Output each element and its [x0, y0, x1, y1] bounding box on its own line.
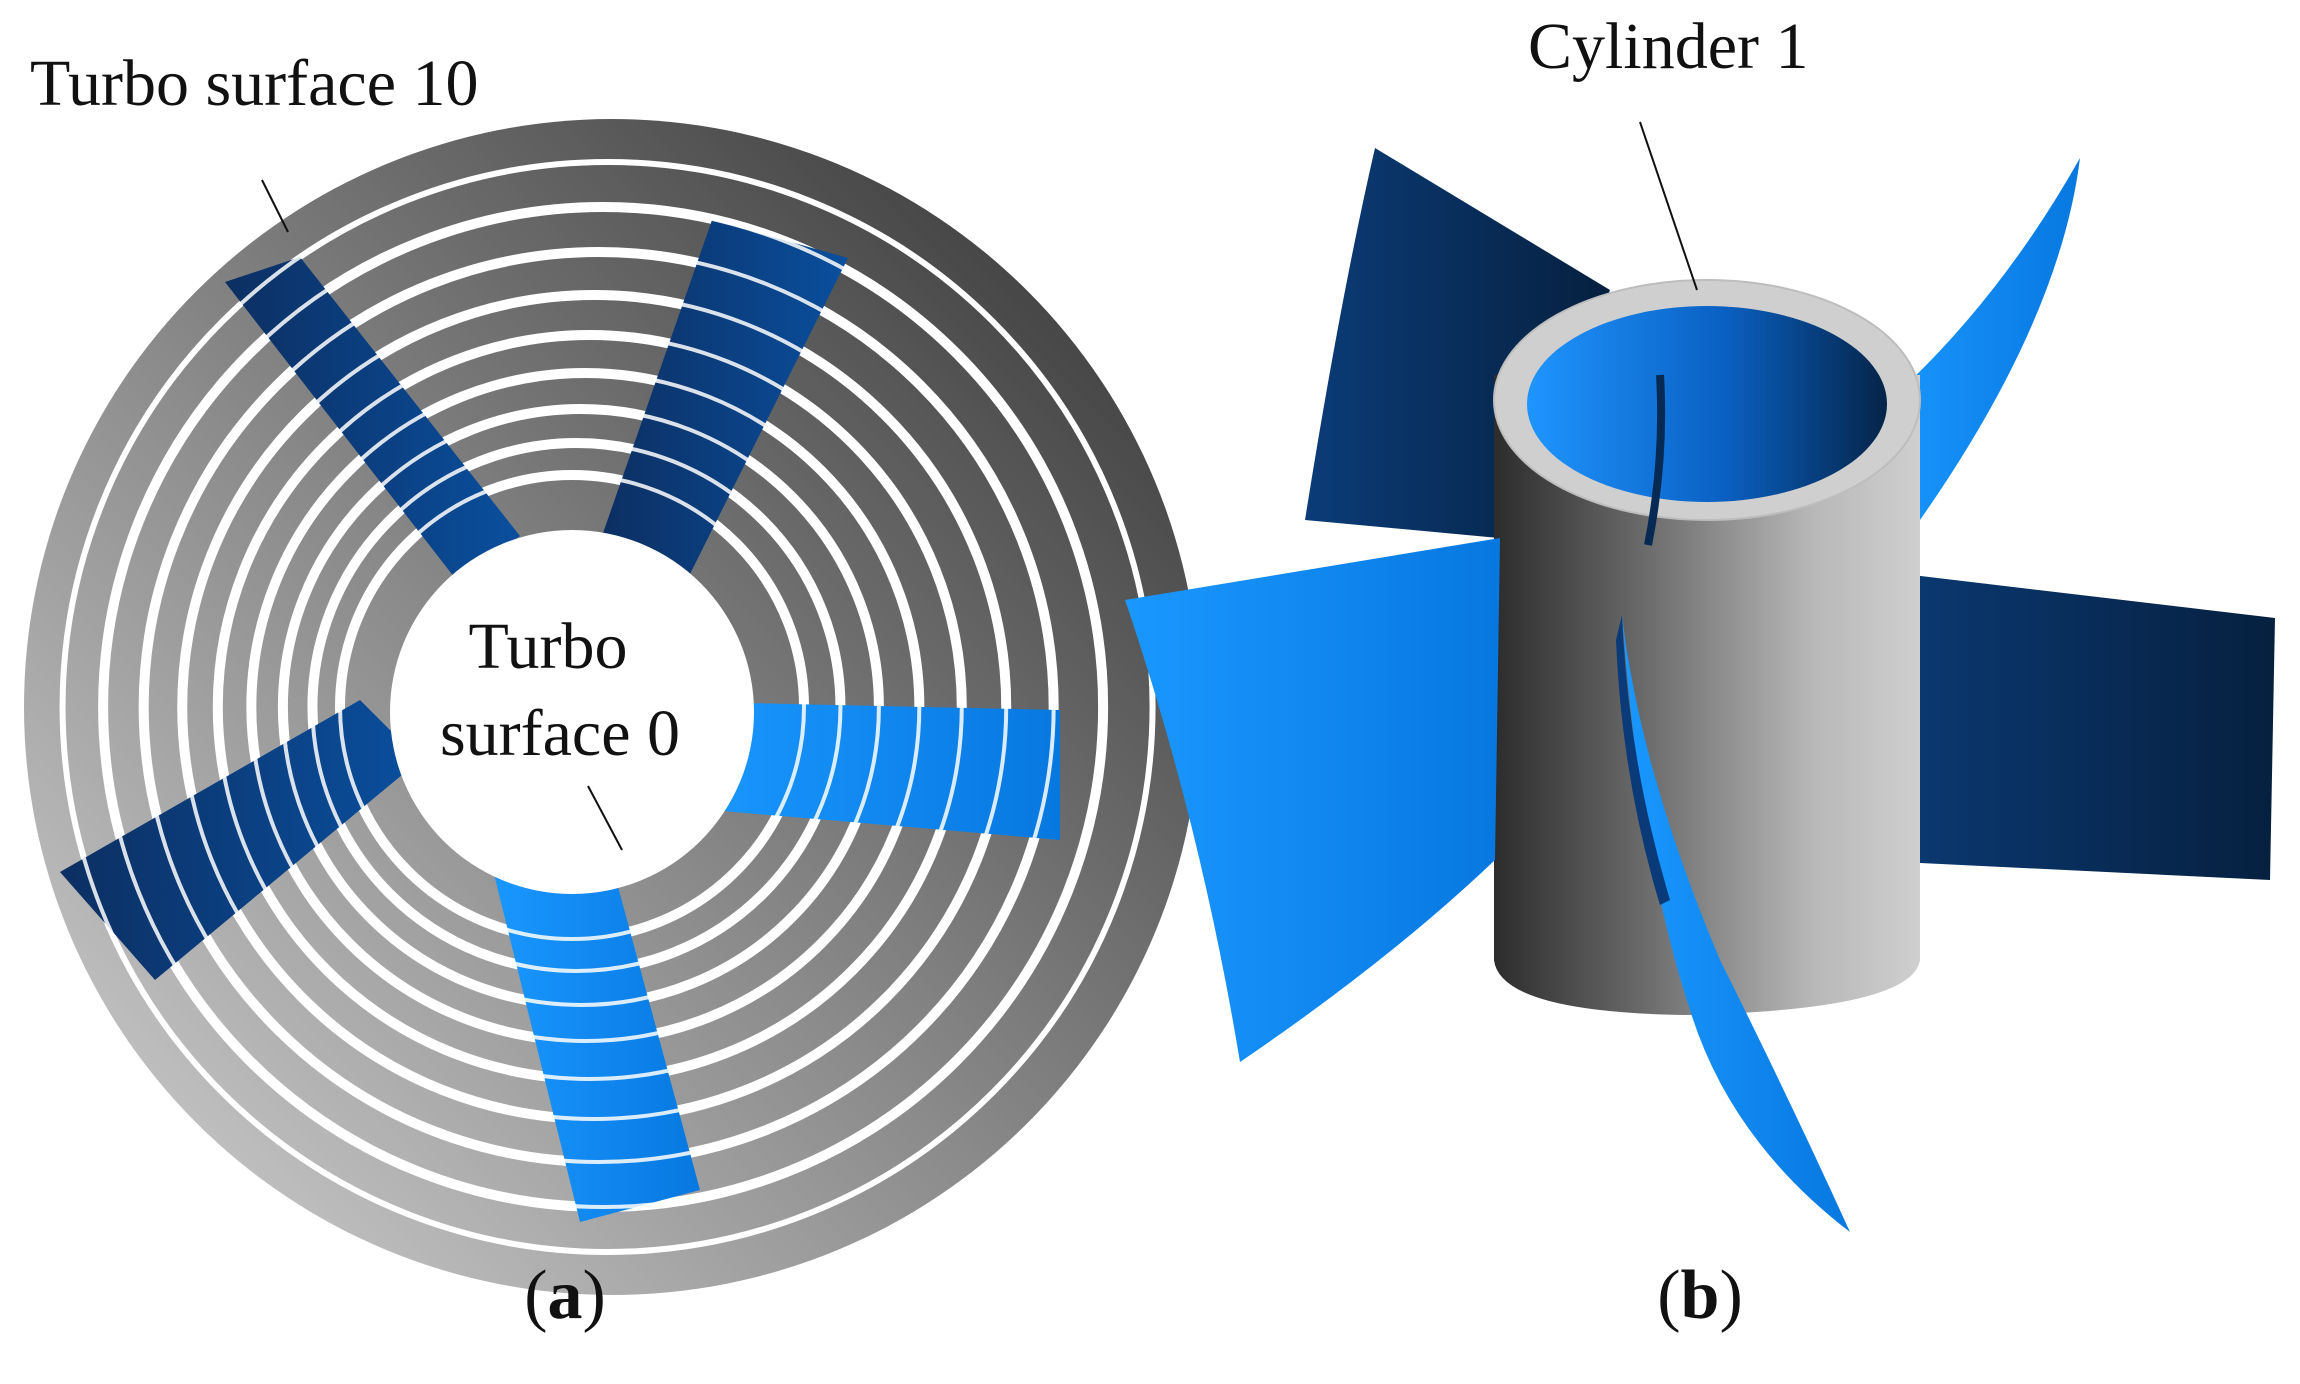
blade-b-back-right: [1880, 158, 2080, 560]
caption-b-letter: b: [1681, 1257, 1720, 1334]
cylinder-body: [1494, 375, 1920, 1015]
ring-slot: [249, 371, 922, 1043]
ring-slot: [280, 407, 881, 1007]
label-turbo-surface-0-line1: Turbo: [469, 610, 628, 683]
ring-slots: [60, 160, 1155, 1254]
leader-line-cylinder: [1639, 121, 1698, 291]
cylinder-opening: [1527, 306, 1887, 502]
ring-slot: [60, 160, 1155, 1254]
panel-b-isometric-view: Cylinder 1 (b): [1125, 10, 2275, 1334]
svg-text:(b): (b): [1657, 1257, 1743, 1334]
blade-b-front: [1622, 615, 1850, 1232]
ring-slot: [338, 473, 806, 941]
caption-a: (a): [524, 1257, 606, 1334]
ring-slot: [101, 205, 1106, 1209]
svg-text:(a): (a): [524, 1257, 606, 1334]
center-hole: [390, 530, 754, 894]
inner-blade-edge: [1644, 374, 1666, 546]
blade-a-upper-right: [602, 220, 848, 580]
label-turbo-surface-10: Turbo surface 10: [30, 47, 479, 120]
ring-slot: [141, 250, 1056, 1164]
blade-b-left: [1125, 538, 1500, 1062]
ring-slot: [215, 333, 964, 1081]
label-cylinder-1: Cylinder 1: [1528, 10, 1808, 83]
caption-a-letter: a: [548, 1257, 583, 1334]
blade-a-left: [60, 700, 420, 980]
label-turbo-surface-0-line2: surface 0: [440, 697, 680, 770]
blade-a-upper-left: [225, 257, 520, 582]
blade-a-bottom: [490, 820, 700, 1222]
leader-line-inner: [587, 785, 623, 851]
blade-b-right: [1860, 570, 2275, 880]
ring-slot: [310, 441, 843, 973]
caption-b: (b): [1657, 1257, 1743, 1334]
blade-b-front-shadow: [1616, 615, 1670, 905]
leader-line-outer: [261, 179, 289, 233]
ring-slot: [180, 293, 1009, 1121]
panel-a-top-view: Turbo surface 10 Turbo surface 0 (a): [24, 47, 1200, 1334]
